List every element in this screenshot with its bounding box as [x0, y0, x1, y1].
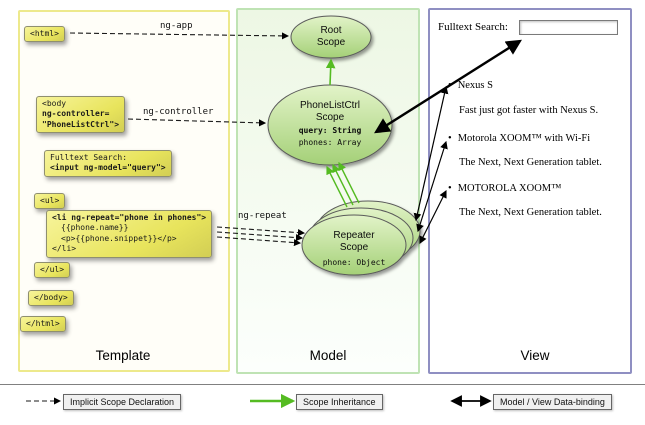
code-line: <html> — [30, 29, 59, 38]
body-open-tag: <body ng-controller= "PhoneListCtrl"> — [36, 96, 126, 134]
ul-open-tag: <ul> — [34, 193, 66, 210]
query-property: query: String — [298, 126, 362, 135]
code-line: </body> — [34, 293, 68, 302]
phones-property: phones: Array — [298, 138, 362, 147]
view-item-name: MOTOROLA XOOM™ — [448, 183, 562, 194]
fulltext-search-input[interactable] — [519, 20, 618, 35]
li-repeat-tag: <li ng-repeat="phone in phones"> {{phone… — [46, 210, 213, 258]
code-line: </li> — [52, 244, 77, 254]
legend-databinding: Model / View Data-binding — [493, 394, 612, 410]
view-column-label: View — [520, 348, 550, 363]
template-column-frame — [18, 10, 230, 372]
ng-repeat-arrows — [216, 226, 306, 247]
repeater-scope-ellipses — [301, 200, 421, 276]
ng-controller-arrow — [127, 118, 267, 127]
code-line: {{phone.name}} — [61, 223, 129, 233]
template-column-label: Template — [95, 348, 151, 363]
root-scope-title: Root Scope — [316, 25, 346, 48]
view-item-snippet: Fast just got faster with Nexus S. — [459, 105, 599, 116]
ng-repeat-label: ng-repeat — [238, 211, 287, 221]
html-open-tag: <html> — [24, 26, 65, 43]
ng-app-label: ng-app — [160, 21, 193, 31]
phonelistctrl-scope-title: PhoneListCtrl Scope — [299, 100, 361, 123]
code-line: </html> — [26, 319, 60, 328]
body-close-tag: </body> — [28, 290, 74, 307]
inheritance-repeater-arrows — [326, 161, 360, 208]
item-databinding-arrows — [413, 85, 449, 245]
code-line: <p>{{phone.snippet}}</p> — [61, 233, 177, 243]
code-line: <input ng-model="query"> — [50, 163, 166, 173]
fulltext-search-tag: Fulltext Search: <input ng-model="query"… — [44, 150, 172, 177]
legend-scope-inheritance: Scope Inheritance — [296, 394, 383, 410]
view-item-snippet: The Next, Next Generation tablet. — [459, 157, 602, 168]
phone-property: phone: Object — [322, 258, 386, 267]
phonelistctrl-scope-text: PhoneListCtrl Scope query: String phones… — [268, 100, 392, 149]
legend-implicit-scope: Implicit Scope Declaration — [63, 394, 182, 410]
view-item-name: Motorola XOOM™ with Wi-Fi — [448, 133, 590, 144]
code-line: ng-controller= — [42, 109, 110, 119]
code-line: "PhoneListCtrl"> — [42, 119, 120, 129]
view-item-name: Nexus S — [448, 80, 493, 91]
ng-controller-label: ng-controller — [143, 107, 214, 117]
root-scope-ellipse — [290, 15, 372, 59]
html-close-tag: </html> — [20, 316, 66, 333]
ng-app-arrow — [69, 32, 290, 40]
root-scope-text: Root Scope — [306, 25, 356, 48]
code-line: <body — [42, 99, 67, 108]
legend-divider — [0, 384, 645, 385]
inheritance-root-arrow — [325, 58, 336, 86]
view-item-snippet: The Next, Next Generation tablet. — [459, 207, 602, 218]
view-search-label: Fulltext Search: — [438, 21, 508, 33]
code-line: </ul> — [40, 265, 65, 274]
model-column-label: Model — [309, 348, 347, 363]
ul-close-tag: </ul> — [34, 262, 71, 279]
code-line: <ul> — [40, 196, 60, 205]
repeater-scope-title: Repeater Scope — [333, 230, 375, 253]
code-line: Fulltext Search: — [50, 153, 128, 162]
repeater-scope-text: Repeater Scope phone: Object — [304, 230, 404, 269]
code-line: <li ng-repeat="phone in phones"> — [52, 213, 207, 222]
